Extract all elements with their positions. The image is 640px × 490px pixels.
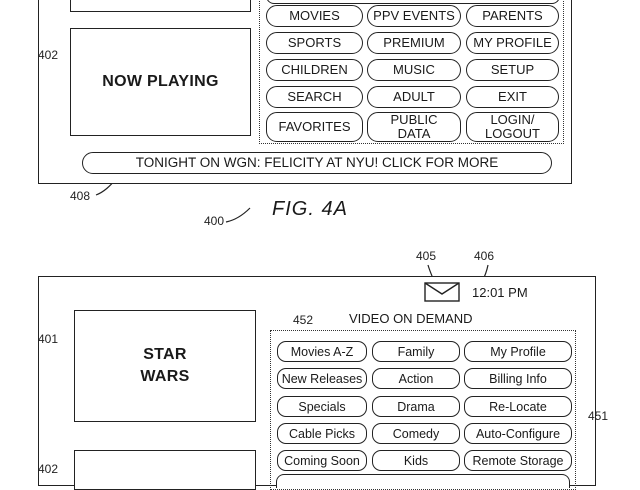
ref-402b: 402 — [38, 462, 59, 476]
now-playing-box[interactable]: NOW PLAYING — [70, 28, 251, 136]
menu-button-movies[interactable]: MOVIES — [266, 5, 363, 27]
menu-bottom-row-clipped — [276, 474, 570, 488]
star-wars-box[interactable]: STAR WARS — [74, 310, 256, 422]
vod-button-specials[interactable]: Specials — [277, 396, 367, 417]
menu-button-music[interactable]: MUSIC — [367, 59, 461, 81]
menu-dotted-4a — [259, 0, 564, 144]
ticker-bar[interactable]: TONIGHT ON WGN: FELICITY AT NYU! CLICK F… — [82, 152, 552, 174]
vod-title: VIDEO ON DEMAND — [349, 311, 473, 326]
ref-406: 406 — [474, 249, 495, 263]
vod-button-re-locate[interactable]: Re-Locate — [464, 396, 572, 417]
menu-button-favorites[interactable]: FAVORITES — [266, 112, 363, 142]
menu-button-setup[interactable]: SETUP — [466, 59, 559, 81]
top-clipped-box — [70, 0, 251, 12]
vod-button-remote-storage[interactable]: Remote Storage — [464, 450, 572, 471]
fig-label-4a: FIG. 4A — [272, 198, 348, 220]
vod-button-new-releases[interactable]: New Releases — [277, 368, 367, 389]
vod-button-coming-soon[interactable]: Coming Soon — [277, 450, 367, 471]
ref-452: 452 — [293, 313, 314, 327]
ref-401: 401 — [38, 332, 59, 346]
menu-button-search[interactable]: SEARCH — [266, 86, 363, 108]
menu-button-parents[interactable]: PARENTS — [466, 5, 559, 27]
clock-time: 12:01 PM — [472, 285, 528, 300]
menu-button-exit[interactable]: EXIT — [466, 86, 559, 108]
menu-button-adult[interactable]: ADULT — [367, 86, 461, 108]
now-playing-label: NOW PLAYING — [102, 73, 219, 90]
ref-402a: 402 — [38, 48, 59, 62]
menu-button-ppv-events[interactable]: PPV EVENTS — [367, 5, 461, 27]
star-wars-label: STAR WARS — [140, 346, 190, 385]
menu-top-row-clipped — [266, 0, 560, 4]
vod-button-comedy[interactable]: Comedy — [372, 423, 460, 444]
vod-button-auto-configure[interactable]: Auto-Configure — [464, 423, 572, 444]
vod-button-action[interactable]: Action — [372, 368, 460, 389]
second-video-box[interactable] — [74, 450, 256, 490]
ref-405: 405 — [416, 249, 437, 263]
menu-button-premium[interactable]: PREMIUM — [367, 32, 461, 54]
menu-button-login-logout[interactable]: LOGIN/ LOGOUT — [466, 112, 559, 142]
vod-button-my-profile[interactable]: My Profile — [464, 341, 572, 362]
ticker-text: TONIGHT ON WGN: FELICITY AT NYU! CLICK F… — [135, 155, 499, 170]
vod-button-cable-picks[interactable]: Cable Picks — [277, 423, 367, 444]
menu-button-my-profile[interactable]: MY PROFILE — [466, 32, 559, 54]
ref-400: 400 — [204, 214, 225, 228]
vod-button-family[interactable]: Family — [372, 341, 460, 362]
menu-button-public-data[interactable]: PUBLIC DATA — [367, 112, 461, 142]
vod-button-movies-a-z[interactable]: Movies A-Z — [277, 341, 367, 362]
vod-button-billing-info[interactable]: Billing Info — [464, 368, 572, 389]
vod-button-kids[interactable]: Kids — [372, 450, 460, 471]
envelope-icon[interactable] — [424, 282, 460, 302]
ref-408: 408 — [70, 189, 91, 203]
vod-button-drama[interactable]: Drama — [372, 396, 460, 417]
menu-button-children[interactable]: CHILDREN — [266, 59, 363, 81]
menu-button-sports[interactable]: SPORTS — [266, 32, 363, 54]
ref-451: 451 — [588, 409, 609, 423]
